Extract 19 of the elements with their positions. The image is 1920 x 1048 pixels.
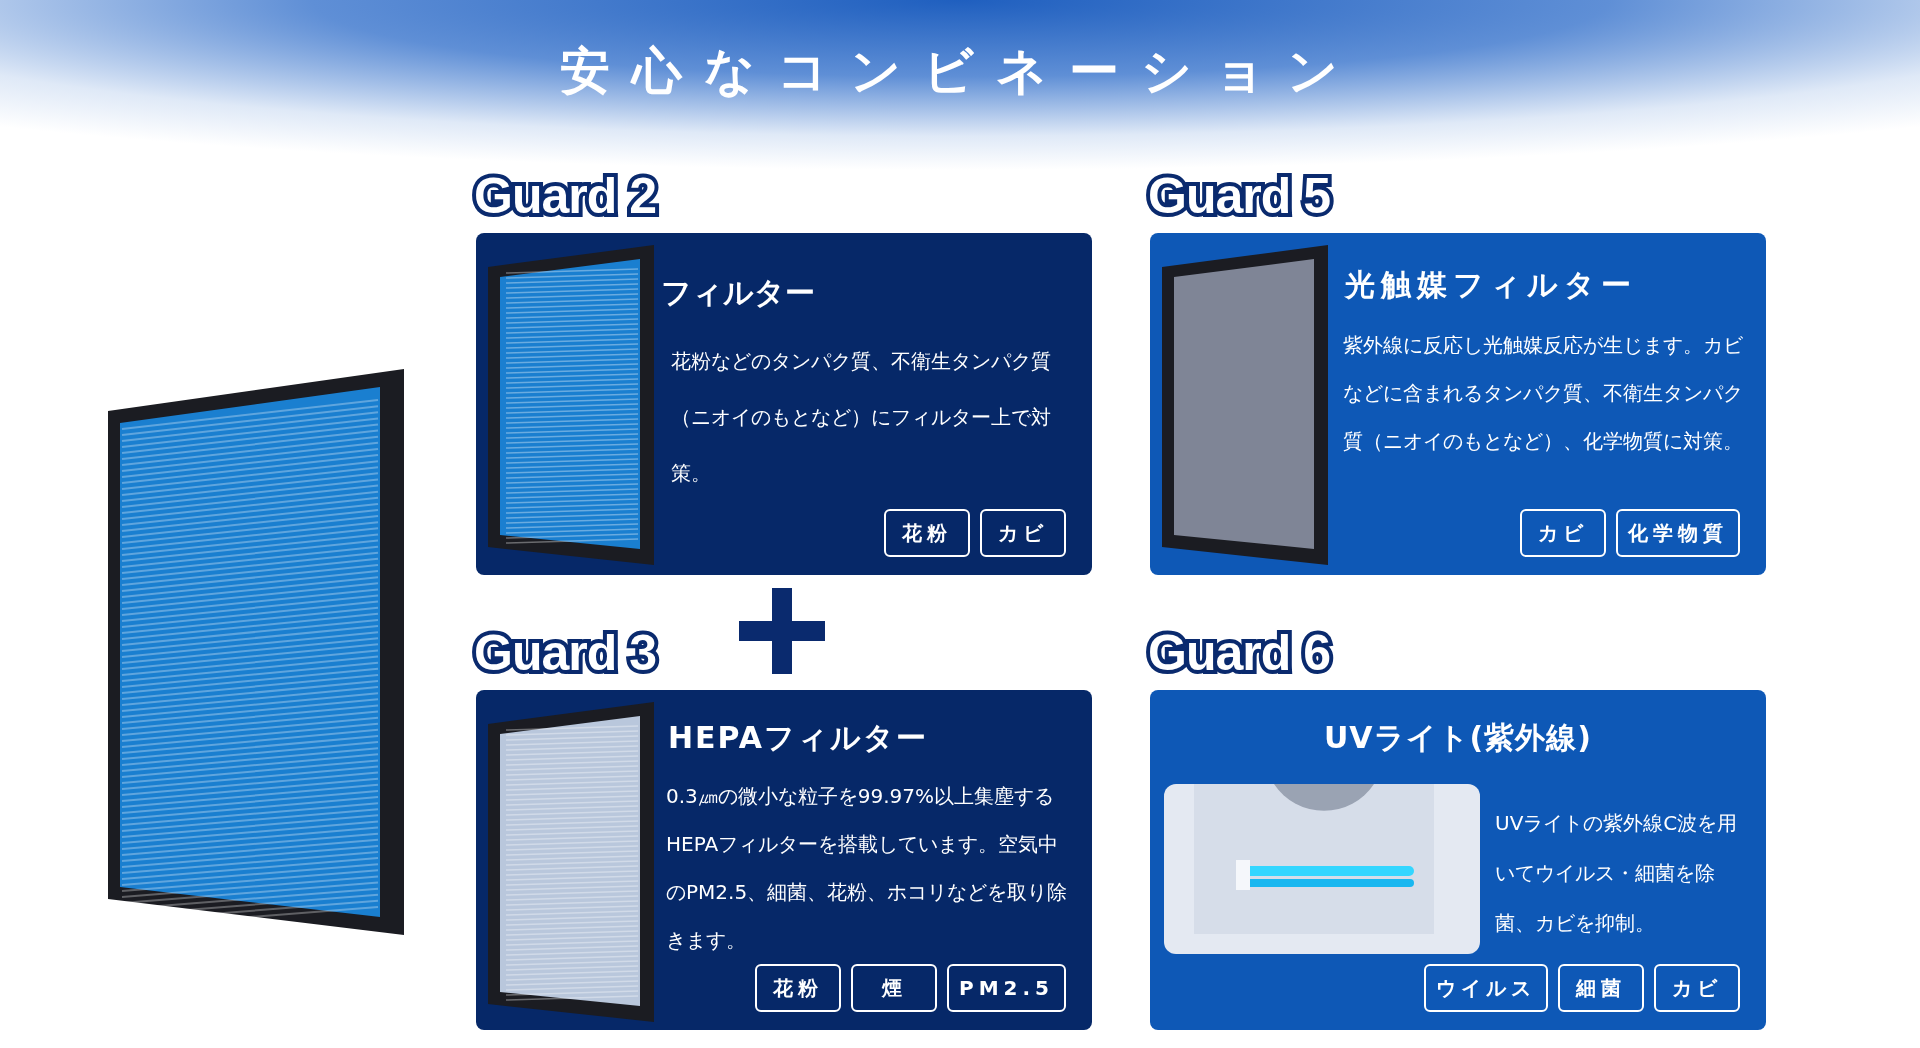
card-title: HEPAフィルター <box>668 719 929 757</box>
card-description: 0.3㎛の微小な粒子を99.97%以上集塵するHEPAフィルターを搭載しています。空気中のPM2.5、細菌、花粉、ホコリなどを取り除きます。 <box>666 783 1069 954</box>
card-description: UVライトの紫外線C波を用いてウイルス・細菌を除菌、カビを抑制。 <box>1495 810 1739 937</box>
tag-label: 煙 <box>851 964 937 1012</box>
tag-label: 花粉 <box>884 509 970 557</box>
tag-label: カビ <box>980 509 1066 557</box>
tag-label: カビ <box>1520 509 1606 557</box>
tag-label: カビ <box>1654 964 1740 1012</box>
card-title: UVライト(紫外線) <box>1323 719 1593 757</box>
tag-label: 化学物質 <box>1616 509 1740 557</box>
card-description: 花粉などのタンパク質、不衛生タンパク質（ニオイのもとなど）にフィルター上で対策。 <box>671 348 1052 487</box>
card-description: 紫外線に反応し光触媒反応が生じます。カビなどに含まれるタンパク質、不衛生タンパク質（ニオイのもとなど）、化学物質に対策。 <box>1343 332 1743 455</box>
tag-label: PM2.5 <box>947 964 1066 1012</box>
tag-label: 花粉 <box>755 964 841 1012</box>
card-title: フィルター <box>661 274 815 312</box>
page-title: 安心なコンビネーション <box>559 41 1361 102</box>
tag-label: ウイルス <box>1424 964 1548 1012</box>
tag-label: 細菌 <box>1558 964 1644 1012</box>
card-title: 光触媒フィルター <box>1345 266 1637 304</box>
